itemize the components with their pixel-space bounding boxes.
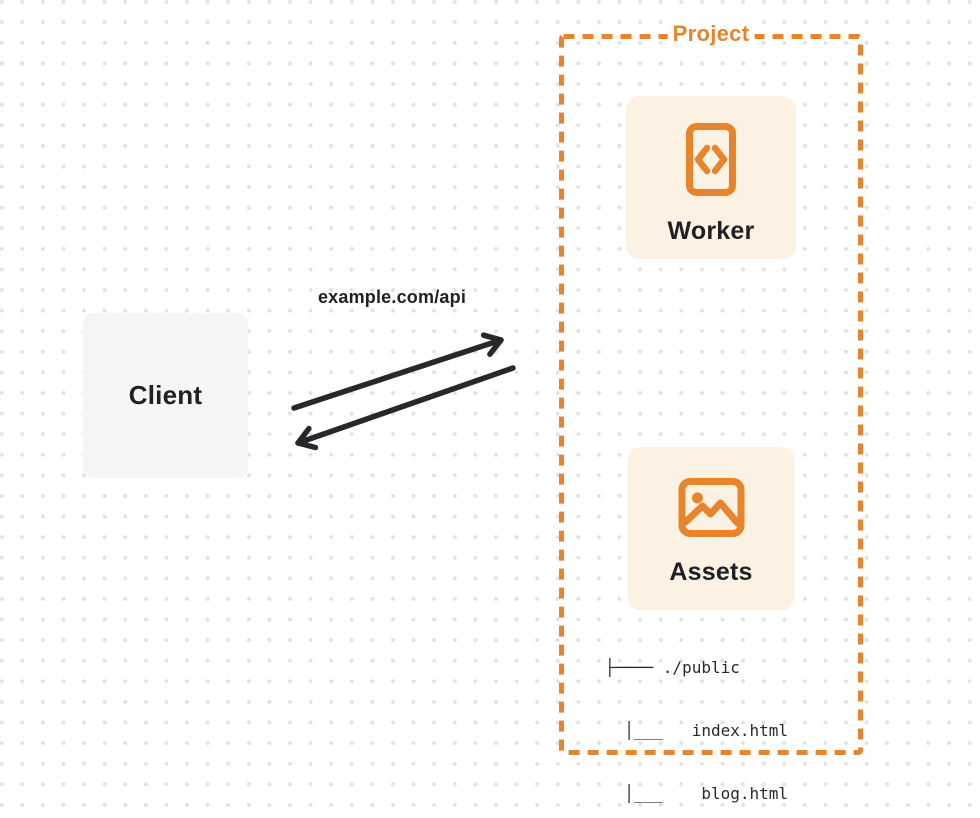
file-tree: ├──── ./public │___ index.html │___ blog… [605,615,788,818]
file-tree-line-blog: │___ blog.html [605,784,789,803]
file-tree-line-public: ├──── ./public [605,658,740,677]
request-arrow [291,332,504,411]
request-url-label: example.com/api [317,287,467,307]
client-label: Client [128,380,203,410]
client-node: Client [83,313,248,478]
project-title: Project [667,21,755,47]
assets-label: Assets [669,558,753,586]
image-icon [678,478,744,537]
worker-node: Worker [626,96,796,259]
assets-node: Assets [627,447,795,610]
code-document-icon [686,123,736,196]
response-arrow [295,365,516,451]
worker-label: Worker [667,217,755,245]
file-tree-line-index: │___ index.html [605,721,789,740]
project-container: Project Worker Assets ├──── ./public │__… [559,21,863,803]
